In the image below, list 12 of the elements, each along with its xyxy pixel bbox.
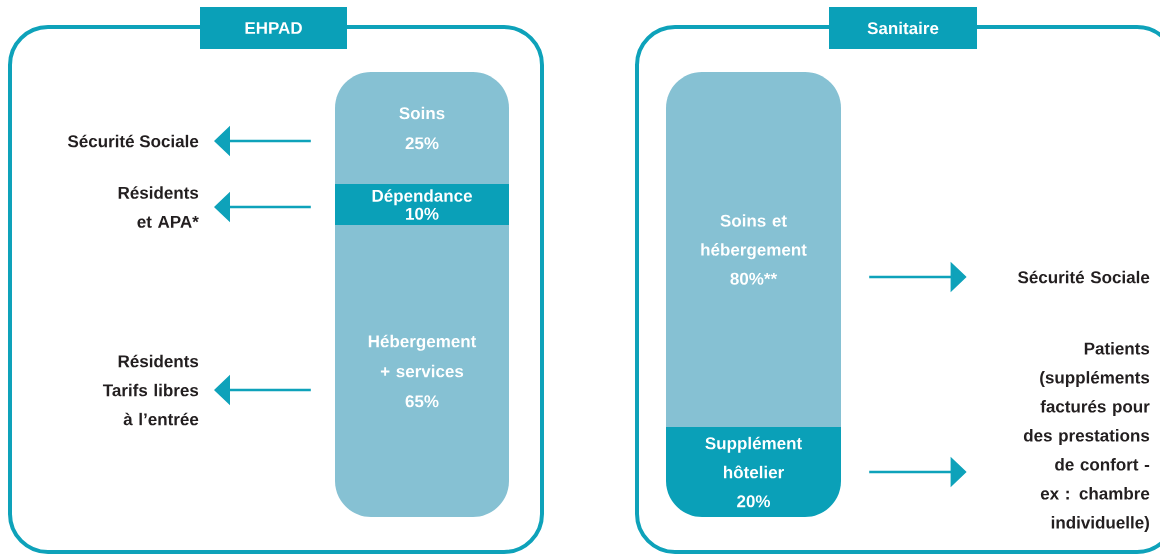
bar-segment: Soins 25% <box>335 72 509 184</box>
bar-segment: Soins et hébergement 80%** <box>666 72 841 427</box>
label-text: Sécurité Sociale <box>67 134 199 148</box>
bar-segment: Supplément hôtelier 20% <box>666 427 841 517</box>
label-text: Résidents et APA* <box>118 186 199 228</box>
bar-segment: Hébergement + services 65% <box>335 225 509 517</box>
bar-segment: Dépendance 10% <box>335 184 509 225</box>
title-tab: Sanitaire <box>829 7 977 49</box>
label-text: Résidents Tarifs libres à l’entrée <box>102 354 199 426</box>
label-text: Patients (suppléments facturés pour des prestations de confort - ex : chambre individuelle) <box>1023 342 1150 532</box>
title-tab: EHPAD <box>200 7 347 49</box>
label-text: Sécurité Sociale <box>1018 270 1150 284</box>
